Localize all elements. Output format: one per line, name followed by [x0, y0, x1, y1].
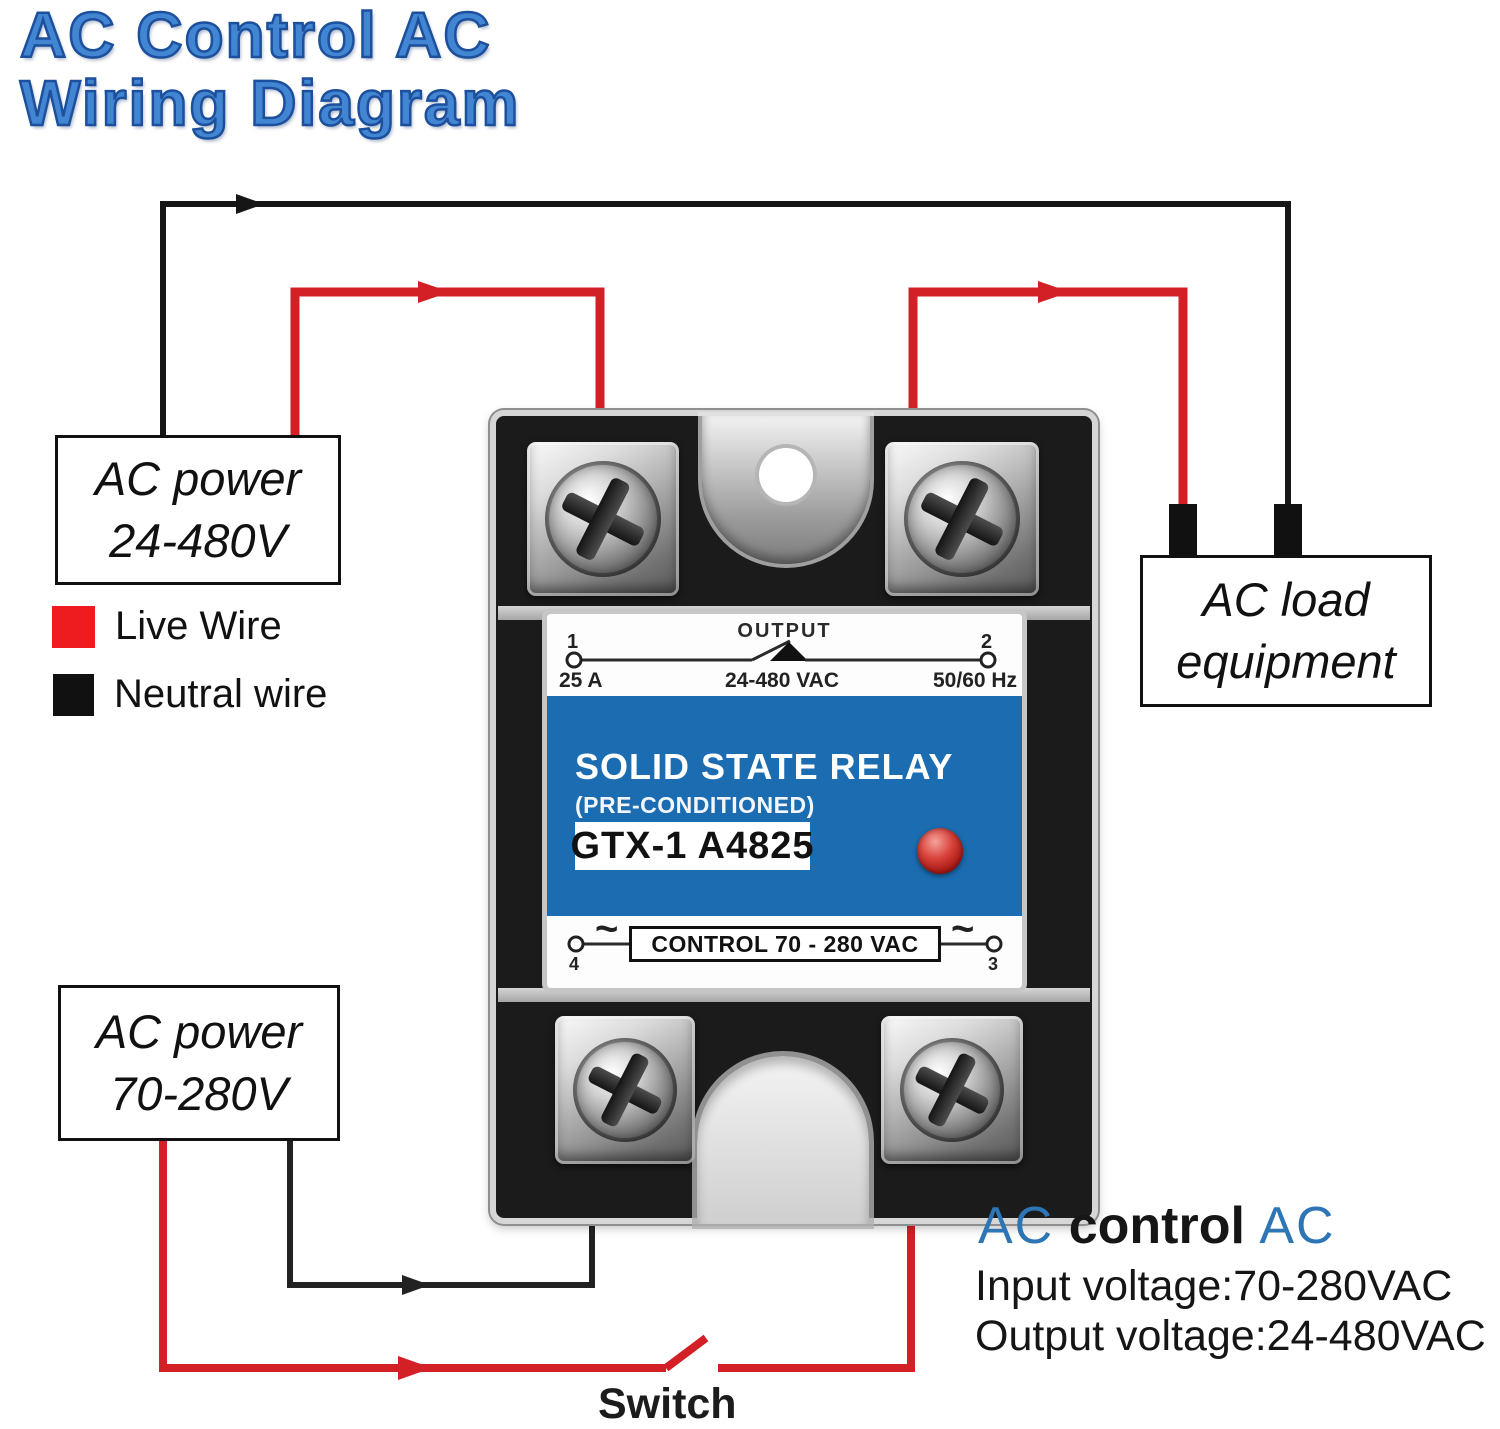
terminal-1-number: 1: [567, 631, 579, 653]
relay-name: SOLID STATE RELAY: [575, 746, 954, 787]
live-wire-control-arrow-icon: [398, 1356, 432, 1380]
diagram-title-line2: Wiring Diagram: [19, 66, 521, 139]
ac-load-line1: AC load: [1202, 572, 1370, 626]
footer-ac-left: AC: [978, 1197, 1055, 1255]
ac-power-70-280-line1: AC power: [95, 1004, 303, 1058]
control-rating: CONTROL 70 - 280 VAC: [651, 930, 919, 957]
relay-terminal-2-block: [885, 442, 1039, 596]
relay-control-band: ~ ~ 4 3 CONTROL 70 - 280 VAC: [547, 907, 1022, 988]
footer-output-voltage: Output voltage:24-480VAC: [975, 1312, 1486, 1360]
control-rating-box: CONTROL 70 - 280 VAC: [629, 926, 941, 962]
live-wire-arrow-1-icon: [418, 281, 450, 303]
ac-symbol-right: ~: [951, 907, 975, 951]
status-led-indicator: [917, 828, 963, 874]
output-frequency: 50/60 Hz: [933, 669, 1018, 692]
terminal-2-number: 2: [981, 631, 993, 653]
ac-power-24-480-line1: AC power: [94, 451, 302, 505]
legend-neutral-wire: Neutral wire: [53, 672, 327, 717]
neutral-wire-bottom-arrow-icon: [402, 1275, 430, 1295]
legend-live-wire: Live Wire: [52, 604, 282, 649]
relay-face: SOLID STATE RELAY (PRE-CONDITIONED) GTX-…: [547, 696, 1022, 916]
relay-terminal-4-block: [555, 1016, 695, 1164]
footer-heading: AC control AC: [978, 1196, 1336, 1256]
switch-blade: [663, 1334, 709, 1372]
live-wire-arrow-2-icon: [1038, 281, 1070, 303]
solid-state-relay: OUTPUT 1 2 25 A 24-480 VAC 50/60 Hz SOLI…: [490, 410, 1098, 1224]
terminal-2-screw-icon: [904, 461, 1020, 577]
control-circuit-symbol: [567, 935, 1003, 953]
neutral-wire-label: Neutral wire: [114, 672, 328, 716]
ac-power-70-280-box: AC power 70-280V: [58, 985, 340, 1141]
diagram-title: AC Control AC Wiring Diagram: [19, 0, 521, 139]
switch-label: Switch: [598, 1380, 737, 1428]
terminal-3-number: 3: [988, 954, 999, 974]
relay-cover-lip-bottom: [498, 988, 1090, 1002]
neutral-wire-swatch-icon: [53, 673, 94, 716]
output-circuit-symbol: [565, 639, 997, 669]
output-voltage-rating: 24-480 VAC: [725, 669, 840, 692]
ac-power-70-280-line2: 70-280V: [110, 1067, 288, 1120]
footer-ac-right: AC: [1259, 1197, 1336, 1255]
relay-bottom-mounting-notch: [697, 1056, 869, 1224]
relay-terminal-1-block: [527, 442, 679, 596]
live-wire-swatch-icon: [52, 605, 95, 648]
relay-model: GTX-1 A4825: [570, 824, 815, 867]
terminal-4-screw-icon: [573, 1038, 677, 1142]
terminal-3-screw-icon: [900, 1038, 1004, 1142]
relay-label: OUTPUT 1 2 25 A 24-480 VAC 50/60 Hz SOLI…: [547, 614, 1022, 988]
ac-power-24-480-box: AC power 24-480V: [55, 435, 341, 585]
ac-power-24-480-line2: 24-480V: [109, 514, 287, 567]
output-current-rating: 25 A: [559, 669, 603, 692]
diagram-title-line1: AC Control AC: [19, 0, 492, 71]
ac-symbol-left: ~: [595, 907, 619, 951]
relay-subtitle: (PRE-CONDITIONED): [575, 792, 815, 818]
terminal-4-number: 4: [569, 954, 580, 974]
ac-load-equipment-box: AC load equipment: [1140, 555, 1432, 707]
output-title: OUTPUT: [737, 620, 832, 642]
relay-top-mounting-hole: [759, 448, 813, 502]
footer-control-word: control: [1068, 1197, 1245, 1255]
neutral-wire-arrow-icon: [236, 194, 264, 214]
ac-load-line2: equipment: [1176, 635, 1396, 688]
terminal-1-screw-icon: [545, 461, 661, 577]
relay-model-box: GTX-1 A4825: [570, 822, 814, 870]
load-terminal-stub-live: [1169, 504, 1197, 557]
load-terminal-stub-neutral: [1274, 504, 1302, 559]
relay-top-mounting-notch: [702, 416, 870, 564]
live-wire-label: Live Wire: [115, 604, 282, 648]
footer-input-voltage: Input voltage:70-280VAC: [975, 1262, 1453, 1310]
relay-terminal-3-block: [881, 1016, 1023, 1164]
relay-output-band: OUTPUT 1 2 25 A 24-480 VAC 50/60 Hz: [547, 614, 1022, 696]
